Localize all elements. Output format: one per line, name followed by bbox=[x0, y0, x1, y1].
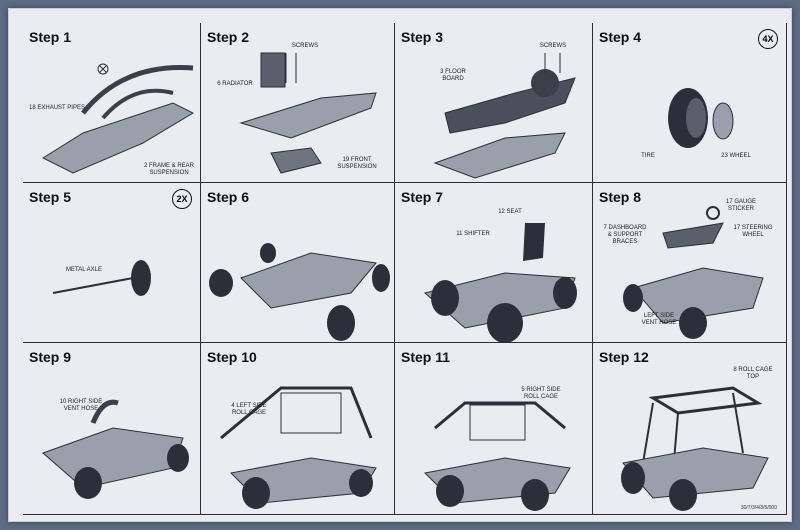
instruction-sheet: Step 1 18 EXHAUST PIPES 2 FRAME & REAR S… bbox=[8, 8, 792, 522]
step-12-title: Step 12 bbox=[599, 349, 649, 365]
step-9-title: Step 9 bbox=[29, 349, 72, 365]
screws-label: SCREWS bbox=[539, 43, 567, 49]
step-1-title: Step 1 bbox=[29, 29, 72, 45]
step-2-title: Step 2 bbox=[207, 29, 250, 45]
seat-shifter-illustration bbox=[423, 223, 577, 343]
wheels-attach-illustration bbox=[209, 243, 390, 341]
step-12-panel: Step 12 8 ROLL CAGE TOP bbox=[593, 343, 787, 515]
axle-illustration bbox=[52, 260, 151, 296]
dashboard-steering-illustration bbox=[623, 206, 764, 339]
step-7-title: Step 7 bbox=[401, 189, 444, 205]
tire-label: TIRE bbox=[641, 153, 655, 159]
step-10-panel: Step 10 4 LEFT SIDE ROLL CAGE bbox=[201, 343, 395, 515]
right-vent-hose-label: 10 RIGHT SIDE VENT HOSE bbox=[59, 399, 103, 412]
step-8-panel: Step 8 17 GAUGE STICKER 7 DASHBOARD & SU… bbox=[593, 183, 787, 343]
step-5-title: Step 5 bbox=[29, 189, 72, 205]
step-10-title: Step 10 bbox=[207, 349, 257, 365]
frame-rear-suspension-label: 2 FRAME & REAR SUSPENSION bbox=[143, 163, 194, 176]
radiator-suspension-illustration bbox=[239, 52, 377, 174]
steering-wheel-label: 17 STEERING WHEEL bbox=[733, 225, 773, 238]
step-7-panel: Step 7 12 SEAT 11 SHIFTER bbox=[395, 183, 593, 343]
floorboard-illustration bbox=[433, 53, 576, 179]
front-suspension-label: 19 FRONT SUSPENSION bbox=[337, 157, 377, 170]
gauge-sticker-label: 17 GAUGE STICKER bbox=[725, 199, 756, 212]
floor-board-label: 3 FLOOR BOARD bbox=[440, 69, 466, 82]
quantity-badge: 4X bbox=[758, 29, 778, 49]
left-roll-cage-illustration bbox=[220, 386, 377, 509]
radiator-label: 6 RADIATOR bbox=[217, 81, 253, 87]
frame-exhaust-illustration bbox=[41, 63, 195, 174]
step-4-panel: Step 4 4X TIRE 23 WHEEL bbox=[593, 23, 787, 183]
steps-grid: Step 1 18 EXHAUST PIPES 2 FRAME & REAR S… bbox=[23, 23, 787, 515]
step-8-title: Step 8 bbox=[599, 189, 642, 205]
shifter-label: 11 SHIFTER bbox=[456, 231, 490, 237]
step-4-title: Step 4 bbox=[599, 29, 642, 45]
exhaust-pipes-label: 18 EXHAUST PIPES bbox=[29, 105, 85, 111]
dashboard-braces-label: 7 DASHBOARD & SUPPORT BRACES bbox=[603, 225, 647, 245]
step-5-panel: Step 5 2X METAL AXLE bbox=[23, 183, 201, 343]
step-11-panel: Step 11 5 RIGHT SIDE ROLL CAGE bbox=[395, 343, 593, 515]
roll-cage-top-illustration bbox=[621, 386, 769, 511]
screws-label: SCREWS bbox=[291, 43, 319, 49]
step-6-title: Step 6 bbox=[207, 189, 250, 205]
step-11-title: Step 11 bbox=[401, 349, 451, 365]
right-roll-cage-illustration bbox=[423, 401, 571, 511]
seat-label: 12 SEAT bbox=[498, 209, 522, 215]
step-1-panel: Step 1 18 EXHAUST PIPES 2 FRAME & REAR S… bbox=[23, 23, 201, 183]
step-6-panel: Step 6 bbox=[201, 183, 395, 343]
left-vent-hose-label: LEFT SIDE VENT HOSE bbox=[641, 313, 677, 326]
left-roll-cage-label: 4 LEFT SIDE ROLL CAGE bbox=[231, 403, 267, 416]
part-code: 30/7/3/4/3/5/000 bbox=[740, 505, 777, 511]
step-3-panel: Step 3 SCREWS 3 FLOOR BOARD bbox=[395, 23, 593, 183]
right-roll-cage-label: 5 RIGHT SIDE ROLL CAGE bbox=[521, 387, 561, 400]
vent-hose-illustration bbox=[42, 399, 189, 499]
step-2-panel: Step 2 SCREWS 6 RADIATOR 19 FRONT SUSPEN… bbox=[201, 23, 395, 183]
quantity-badge: 2X bbox=[172, 189, 192, 209]
roll-cage-top-label: 8 ROLL CAGE TOP bbox=[733, 367, 773, 380]
tire-wheel-illustration bbox=[668, 88, 734, 148]
wheel-label: 23 WHEEL bbox=[721, 153, 751, 159]
step-3-title: Step 3 bbox=[401, 29, 444, 45]
metal-axle-label: METAL AXLE bbox=[65, 267, 102, 273]
step-9-panel: Step 9 10 RIGHT SIDE VENT HOSE bbox=[23, 343, 201, 515]
